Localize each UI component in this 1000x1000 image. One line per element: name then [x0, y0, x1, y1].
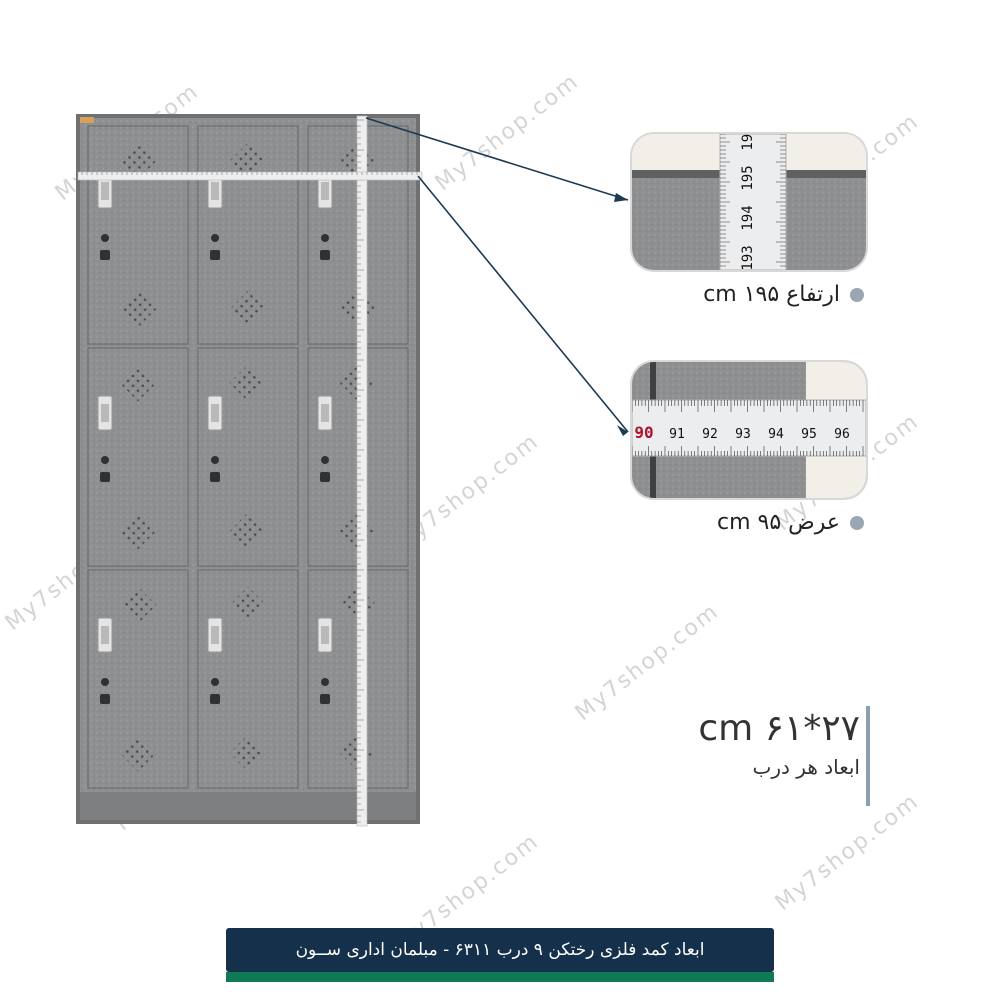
- lock-icon: [101, 456, 109, 464]
- width-label-row: عرض ۹۵ cm: [650, 510, 864, 535]
- width-pointer-line: [417, 175, 629, 433]
- width-pointer-arrow: [617, 425, 628, 436]
- height-pointer-line: [365, 117, 629, 201]
- lock-icon: [100, 694, 110, 704]
- width-tape-tick: 95: [801, 427, 817, 442]
- width-tape-tick: 92: [702, 427, 718, 442]
- lock-icon: [211, 456, 219, 464]
- lock-icon: [210, 472, 220, 482]
- footer-title-bar: ابعاد کمد فلزی رختکن ۹ درب ۶۳۱۱ - مبلمان…: [226, 928, 774, 972]
- brand-sticker: [80, 117, 94, 123]
- lock-icon: [320, 250, 330, 260]
- vent-holes: [229, 364, 267, 402]
- door-dimension-block: cm ۶۱*۲۷ ابعاد هر درب: [660, 708, 860, 779]
- footer-accent-line: [226, 972, 774, 982]
- vent-holes: [119, 290, 157, 328]
- width-tape-tick: 91: [669, 427, 685, 442]
- footer-title: ابعاد کمد فلزی رختکن ۹ درب ۶۳۱۱ - مبلمان…: [295, 940, 705, 960]
- door-dimension-value: cm ۶۱*۲۷: [698, 708, 860, 749]
- vent-holes: [229, 142, 267, 180]
- lock-icon: [321, 234, 329, 242]
- door-dimension-caption: ابعاد هر درب: [752, 755, 860, 779]
- vent-holes: [119, 142, 157, 180]
- height-tape-tick: 193: [740, 245, 756, 270]
- bullet-icon: [850, 287, 864, 302]
- height-tape-tick: 195: [740, 165, 756, 190]
- height-zoom-inset: 193 194 195 196: [630, 125, 868, 272]
- lock-icon: [101, 678, 109, 686]
- lock-icon: [321, 678, 329, 686]
- vent-holes: [119, 512, 157, 550]
- lock-icon: [210, 250, 220, 260]
- height-tape-tick: 194: [740, 205, 756, 230]
- vent-holes: [229, 586, 267, 624]
- lock-icon: [100, 472, 110, 482]
- vent-holes: [119, 364, 157, 402]
- vent-holes: [229, 290, 267, 328]
- lock-icon: [321, 456, 329, 464]
- vent-holes: [229, 734, 267, 772]
- locker-door: [197, 569, 299, 789]
- lock-icon: [210, 694, 220, 704]
- locker-cabinet: [76, 114, 420, 824]
- height-pointer-arrow: [614, 193, 628, 202]
- width-label: عرض ۹۵ cm: [716, 510, 840, 535]
- lock-icon: [320, 694, 330, 704]
- lock-icon: [211, 234, 219, 242]
- lock-icon: [211, 678, 219, 686]
- vent-holes: [119, 586, 157, 624]
- width-tape-tick: 93: [735, 427, 751, 442]
- door-dimension-bar: [866, 706, 870, 806]
- lock-icon: [100, 250, 110, 260]
- width-tape-tick: 94: [768, 427, 784, 442]
- height-tape: [356, 115, 368, 827]
- height-label: ارتفاع ۱۹۵ cm: [703, 282, 840, 307]
- vent-holes: [119, 734, 157, 772]
- locker-door: [87, 125, 189, 345]
- height-tape-tick: 196: [740, 125, 756, 150]
- vent-holes: [229, 512, 267, 550]
- width-tape-tick: 90: [634, 423, 653, 442]
- locker-door: [197, 347, 299, 567]
- lock-icon: [320, 472, 330, 482]
- bullet-icon: [850, 515, 864, 530]
- height-label-row: ارتفاع ۱۹۵ cm: [650, 282, 864, 307]
- width-tape: [77, 171, 423, 181]
- locker-door: [197, 125, 299, 345]
- width-zoom-inset: 90 91 92 93 94 95 96: [630, 360, 868, 500]
- width-tape-tick: 96: [834, 427, 850, 442]
- locker-door: [87, 569, 189, 789]
- locker-door: [87, 347, 189, 567]
- lock-icon: [101, 234, 109, 242]
